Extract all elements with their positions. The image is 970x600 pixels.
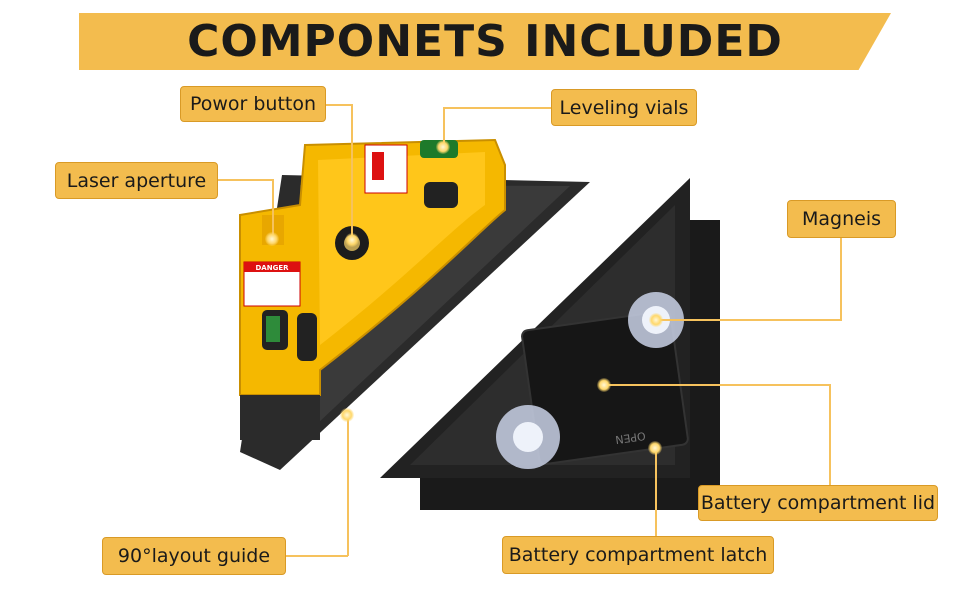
connector-lid-v (829, 384, 831, 488)
title-banner (79, 13, 891, 70)
callout-magnets: Magneis (787, 200, 896, 238)
base-block (240, 395, 320, 440)
connector-aperture-h (218, 179, 273, 181)
page-title: COMPONETS INCLUDED (187, 16, 783, 67)
callout-battery-lid: Battery compartment lid (698, 485, 938, 521)
leveling-vial-marker (436, 140, 450, 154)
vial-side-shape (424, 182, 458, 208)
connector-magnets-v (840, 238, 842, 320)
battery-lid-marker (597, 378, 611, 392)
power-button-marker (345, 233, 359, 247)
battery-latch-marker (648, 441, 662, 455)
laser-aperture-marker (265, 232, 279, 246)
callout-laser-aperture: Laser aperture (55, 162, 218, 199)
connector-guide-v (347, 414, 349, 556)
vial-lower-shape (297, 313, 317, 361)
danger-text: DANGER (255, 264, 289, 272)
connector-vials-v (443, 107, 445, 147)
open-text: OPEN (614, 429, 646, 446)
connector-lid-h (604, 384, 830, 386)
layout-guide-marker (340, 408, 354, 422)
callout-layout-guide: 90°layout guide (102, 537, 286, 575)
connector-aperture-v (272, 179, 274, 239)
connector-power-v (351, 104, 353, 240)
connector-guide-h (285, 555, 348, 557)
triangle-back-edge (420, 220, 720, 510)
warning-label-top (364, 144, 408, 194)
connector-vials-h (443, 107, 553, 109)
connector-magnets-h (656, 319, 842, 321)
connector-latch-v (655, 448, 657, 538)
callout-leveling-vials: Leveling vials (551, 89, 697, 126)
callout-power-button: Powor button (180, 86, 326, 122)
laser-square-front: DANGER (239, 138, 590, 470)
magnet-marker (649, 313, 663, 327)
connector-power-h (326, 104, 352, 106)
callout-battery-latch: Battery compartment latch (502, 536, 774, 574)
